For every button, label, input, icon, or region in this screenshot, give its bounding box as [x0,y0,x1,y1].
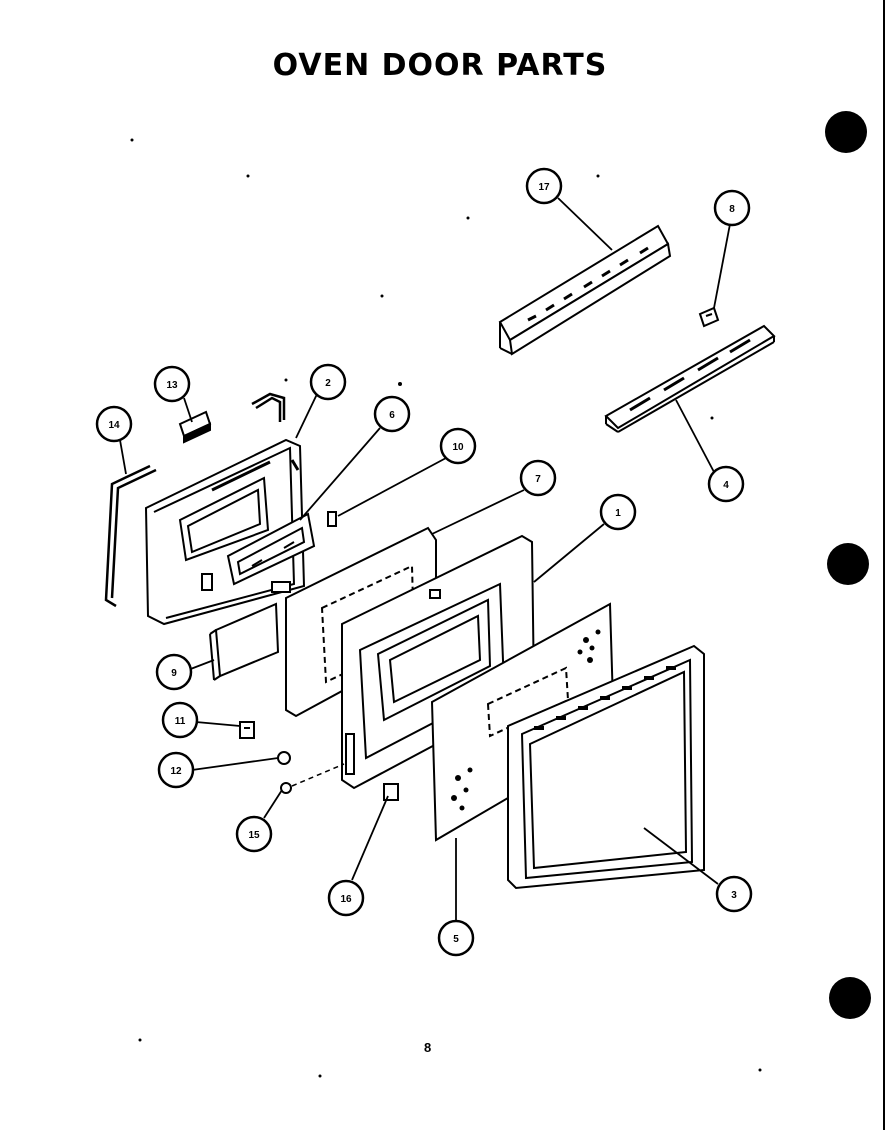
page-title: OVEN DOOR PARTS [272,48,608,83]
part-tab-small [271,581,291,593]
binder-hole-bottom [829,977,871,1019]
callout-1-label: 1 [615,508,621,519]
callout-13-label: 13 [166,380,178,391]
callout-9: 9 [155,653,193,691]
callout-4-label: 4 [723,480,729,491]
callout-4: 4 [707,465,745,503]
callout-16-label: 16 [340,894,352,905]
callout-17: 17 [525,167,563,205]
callout-10-label: 10 [452,442,464,453]
callout-7: 7 [519,459,557,497]
callout-3-label: 3 [731,890,737,901]
callout-12: 12 [157,751,195,789]
part-6-housing [226,512,316,586]
part-3-outer-frame [507,644,705,890]
callout-14-label: 14 [108,420,120,431]
callout-15: 15 [235,815,273,853]
part-10-clip [327,511,337,527]
screw-axis-15 [291,763,345,787]
part-13-block [178,410,212,444]
callout-15-label: 15 [248,830,260,841]
callout-10: 10 [439,427,477,465]
part-16-bumper [383,783,399,801]
callout-6-label: 6 [389,410,395,421]
part-12-screw [277,751,291,765]
callout-6: 6 [373,395,411,433]
binder-hole-middle [827,543,869,585]
part-17-rail [498,224,672,356]
part-2-panel [144,438,306,626]
part-15-screw [280,782,292,794]
callout-7-label: 7 [535,474,541,485]
page-number: 8 [424,1040,432,1055]
part-bracket-hook [251,392,286,422]
callout-3: 3 [715,875,753,913]
callout-8: 8 [713,189,751,227]
callout-14: 14 [95,405,133,443]
callout-12-label: 12 [170,766,182,777]
callout-9-label: 9 [171,668,177,679]
callout-5-label: 5 [453,934,459,945]
leader-lines [119,197,731,922]
callout-16: 16 [327,879,365,917]
callout-11: 11 [161,701,199,739]
part-14-wire [104,464,157,608]
callout-17-label: 17 [538,182,550,193]
callout-2-label: 2 [325,378,331,389]
scan-specks [130,138,762,1078]
callout-8-label: 8 [729,204,735,215]
callout-2: 2 [309,363,347,401]
part-4-rail [604,324,776,433]
binder-hole-top [825,111,867,153]
callout-11-label: 11 [175,716,186,727]
callout-5: 5 [437,919,475,957]
callout-13: 13 [153,365,191,403]
callout-1: 1 [599,493,637,531]
part-11-hinge-clip [239,721,255,739]
part-9-bracket [209,602,280,681]
part-8-clip [698,306,720,328]
